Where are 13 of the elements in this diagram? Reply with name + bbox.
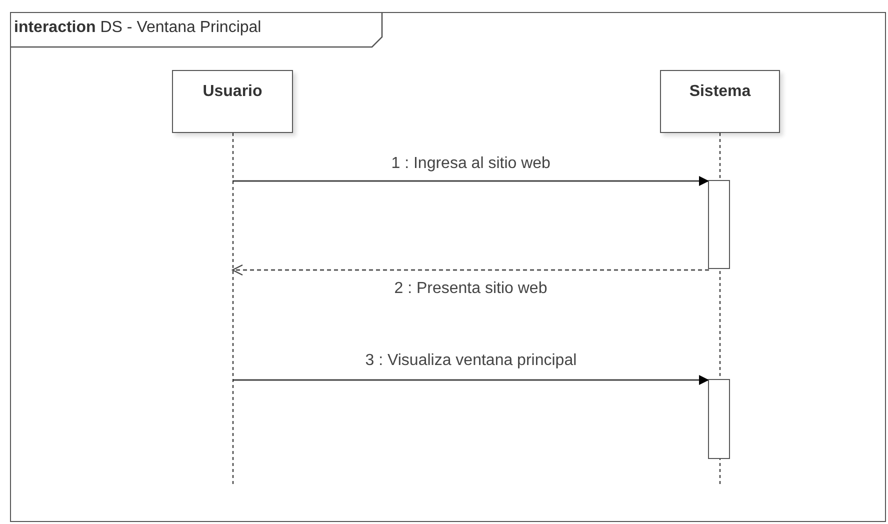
participant-box: Usuario <box>172 70 293 133</box>
message-label: 1 : Ingresa al sitio web <box>389 155 552 173</box>
message-label: 3 : Visualiza ventana principal <box>363 352 579 370</box>
activation-bar <box>708 379 730 459</box>
participant-box: Sistema <box>660 70 780 133</box>
message-arrow <box>232 375 709 385</box>
frame-title: interaction DS - Ventana Principal <box>14 19 262 37</box>
interaction-frame <box>10 12 886 522</box>
activation-bar <box>708 180 730 269</box>
message-arrow <box>232 176 709 186</box>
participant <box>660 70 780 485</box>
participant <box>172 70 293 485</box>
return-message-arrow <box>232 264 709 276</box>
